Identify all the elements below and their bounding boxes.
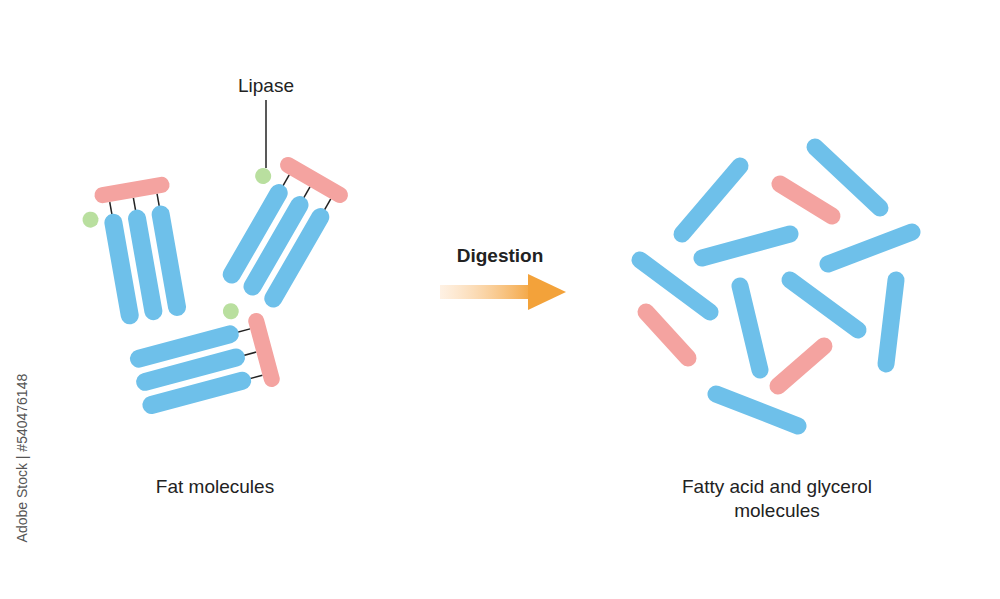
fat-molecule — [123, 296, 282, 421]
fat-molecule — [201, 146, 351, 313]
product-molecules — [640, 147, 912, 426]
fat-molecule — [77, 176, 192, 330]
group-caption: Fat molecules — [95, 475, 335, 500]
part-label: Lipase — [196, 74, 336, 99]
digestion-arrow — [440, 274, 566, 310]
process-label: Digestion — [420, 244, 580, 269]
group-caption: Fatty acid and glycerol molecules — [642, 475, 912, 524]
watermark: Adobe Stock | #540476148 — [13, 338, 31, 578]
leader-line — [265, 100, 267, 168]
